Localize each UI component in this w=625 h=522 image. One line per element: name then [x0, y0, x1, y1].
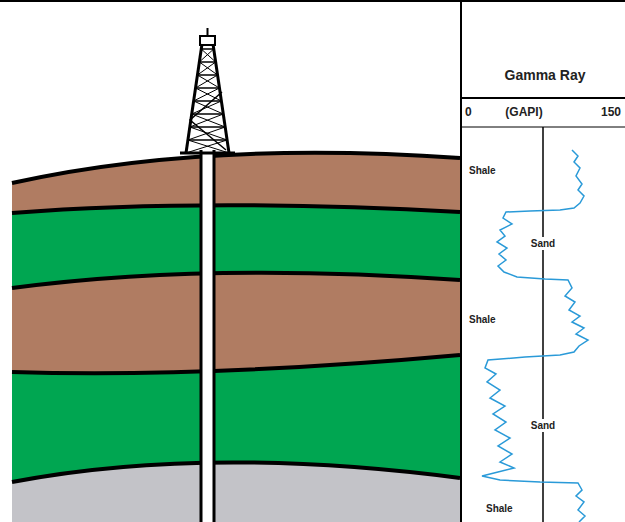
lithology-label: Sand [529, 237, 557, 250]
track-divider [460, 0, 462, 522]
layer-boundaries [12, 153, 460, 482]
shale-layer [12, 462, 460, 522]
well-wall [213, 150, 216, 522]
derrick [180, 28, 235, 153]
lithology-label: Shale [469, 165, 496, 176]
well-bore [201, 150, 214, 522]
shale-layer [12, 153, 460, 213]
header-line [461, 97, 625, 99]
lithology-label: Sand [529, 419, 557, 432]
shale-layer [12, 273, 460, 374]
lithology-label: Shale [486, 503, 513, 514]
scale-max: 150 [601, 106, 621, 119]
frame-line [0, 0, 625, 2]
scale-min: 0 [465, 106, 472, 119]
sand-layer [12, 355, 460, 482]
lithology-label: Shale [469, 314, 496, 325]
scale-unit: (GAPI) [505, 106, 542, 119]
well-wall [200, 150, 203, 522]
track-title: Gamma Ray [505, 68, 586, 83]
gamma-ray-curve [482, 150, 588, 522]
track-centre-line [542, 127, 544, 522]
